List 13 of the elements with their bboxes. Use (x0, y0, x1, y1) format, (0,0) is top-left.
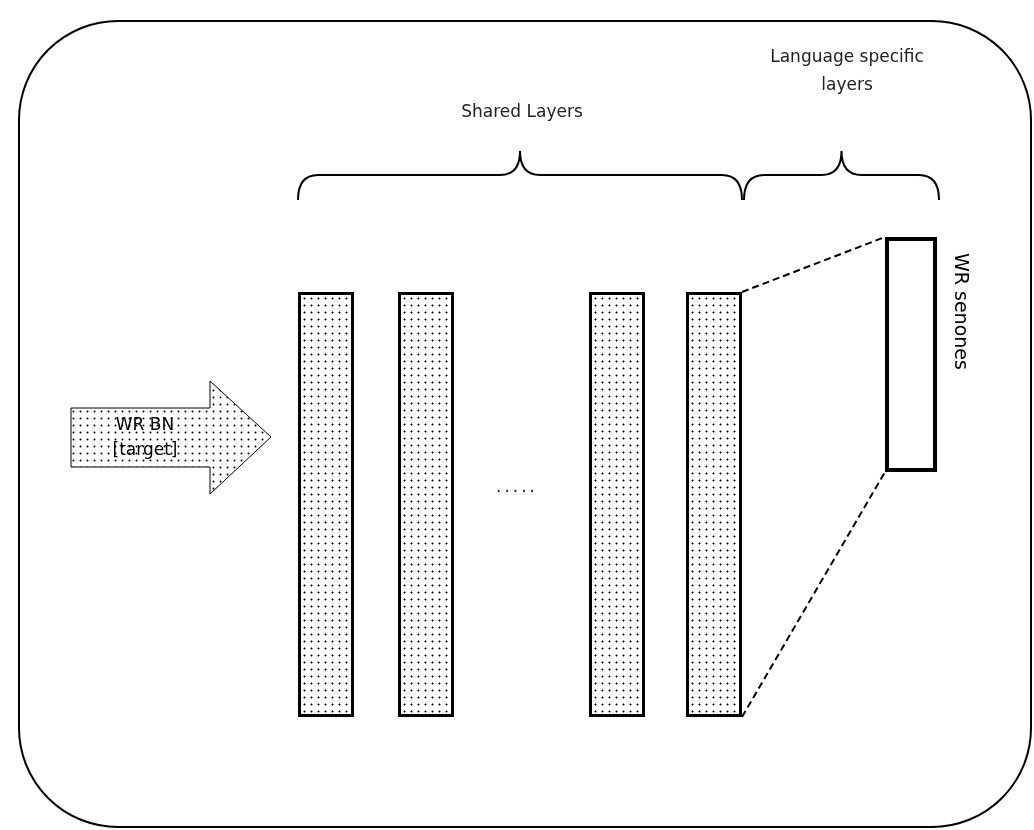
ellipsis: ..... (495, 475, 539, 498)
group-heading: Shared Layers (460, 100, 584, 123)
input-arrow (70, 380, 272, 495)
frame-panel (18, 20, 1032, 828)
side-label: WR senones (951, 253, 973, 370)
hidden-layer-bar (589, 292, 645, 717)
group-heading: Language specific layers (769, 45, 925, 96)
hidden-layer-bar (298, 292, 354, 717)
arrow-label: WR BN [target] (111, 413, 179, 461)
hidden-layer-bar (398, 292, 454, 717)
hidden-layer-bar (686, 292, 742, 717)
output-layer-box (885, 237, 937, 472)
dashed-line (741, 471, 886, 718)
